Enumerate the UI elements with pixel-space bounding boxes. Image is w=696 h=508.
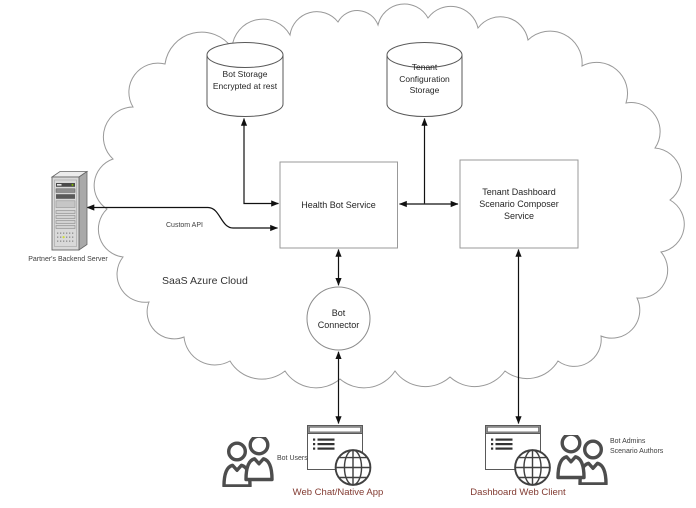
bot-connector-circle bbox=[306, 286, 371, 351]
bot-storage-cylinder bbox=[206, 42, 284, 117]
custom-api-label: Custom API bbox=[166, 222, 203, 229]
bot-admins-label: Bot Admins Scenario Authors bbox=[610, 438, 664, 455]
arrow-server-healthbot-custom-api bbox=[86, 204, 278, 232]
saas-azure-cloud-label: SaaS Azure Cloud bbox=[162, 275, 248, 287]
tenant-dashboard-label: Tenant Dashboard Scenario Composer Servi… bbox=[479, 187, 559, 221]
bot-users-icon bbox=[222, 437, 274, 487]
bot-connector-label: Bot Connector bbox=[317, 307, 360, 330]
server-tower-icon bbox=[50, 170, 89, 251]
partner-server-label: Partner's Backend Server bbox=[28, 256, 108, 263]
dashboard-client-label: Dashboard Web Client bbox=[470, 487, 566, 498]
tenant-dashboard-box bbox=[459, 159, 579, 249]
arrow-botstorage-healthbot bbox=[240, 118, 279, 207]
bot-storage-label: Bot Storage Encrypted at rest bbox=[212, 69, 278, 91]
health-bot-service-box bbox=[279, 161, 398, 249]
web-chat-label: Web Chat/Native App bbox=[292, 487, 384, 498]
health-bot-service-label: Health Bot Service bbox=[301, 200, 376, 210]
bot-users-label: Bot Users bbox=[277, 455, 308, 462]
tenant-config-cylinder bbox=[386, 42, 463, 117]
bot-admins-icon bbox=[556, 435, 608, 485]
tenant-config-storage-label: Tenant Configuration Storage bbox=[399, 62, 450, 95]
webchat-globe-icon bbox=[334, 449, 372, 486]
dashboard-globe-icon bbox=[514, 449, 551, 486]
